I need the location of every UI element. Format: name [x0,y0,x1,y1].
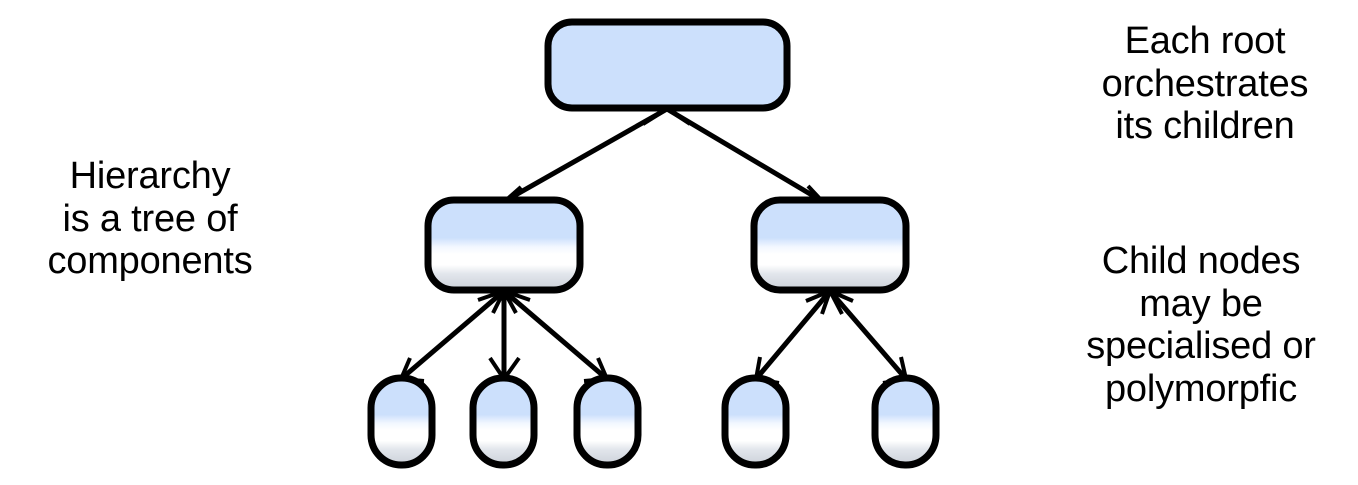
leaf-node-2-shape[interactable] [469,374,538,469]
branch-node-right[interactable] [750,196,910,294]
leaf-node-4[interactable] [721,374,790,469]
leaf-node-1-shape[interactable] [367,374,436,469]
edge-branch-right-to-leaf-4 [754,289,832,385]
edge-branch-left-to-leaf-3 [502,289,609,383]
hierarchy-caption: Hierarchy is a tree of components [47,155,253,283]
edge-branch-left-to-leaf-1 [399,289,506,383]
leaf-node-4-shape[interactable] [721,374,790,469]
leaf-node-5[interactable] [871,374,940,469]
nodes-layer [367,18,940,469]
edge-root-to-branch-left [503,106,669,206]
edge-branch-right-to-leaf-5 [828,289,908,385]
branch-node-left[interactable] [424,196,584,294]
root-node-shape[interactable] [544,18,791,112]
leaf-node-5-shape[interactable] [871,374,940,469]
branch-node-left-shape[interactable] [424,196,584,294]
leaf-node-1[interactable] [367,374,436,469]
leaf-node-2[interactable] [469,374,538,469]
leaf-node-3[interactable] [573,374,642,469]
root-orchestrates-caption: Each root orchestrates its children [1101,20,1309,148]
edge-hub-barbs [820,290,844,315]
child-nodes-caption: Child nodes may be specialised or polymo… [1086,240,1316,410]
branch-node-right-shape[interactable] [750,196,910,294]
edge-branch-left-to-leaf-2 [488,290,521,381]
leaf-node-3-shape[interactable] [573,374,642,469]
root-node[interactable] [544,18,791,112]
edge-root-to-branch-right [665,106,824,206]
